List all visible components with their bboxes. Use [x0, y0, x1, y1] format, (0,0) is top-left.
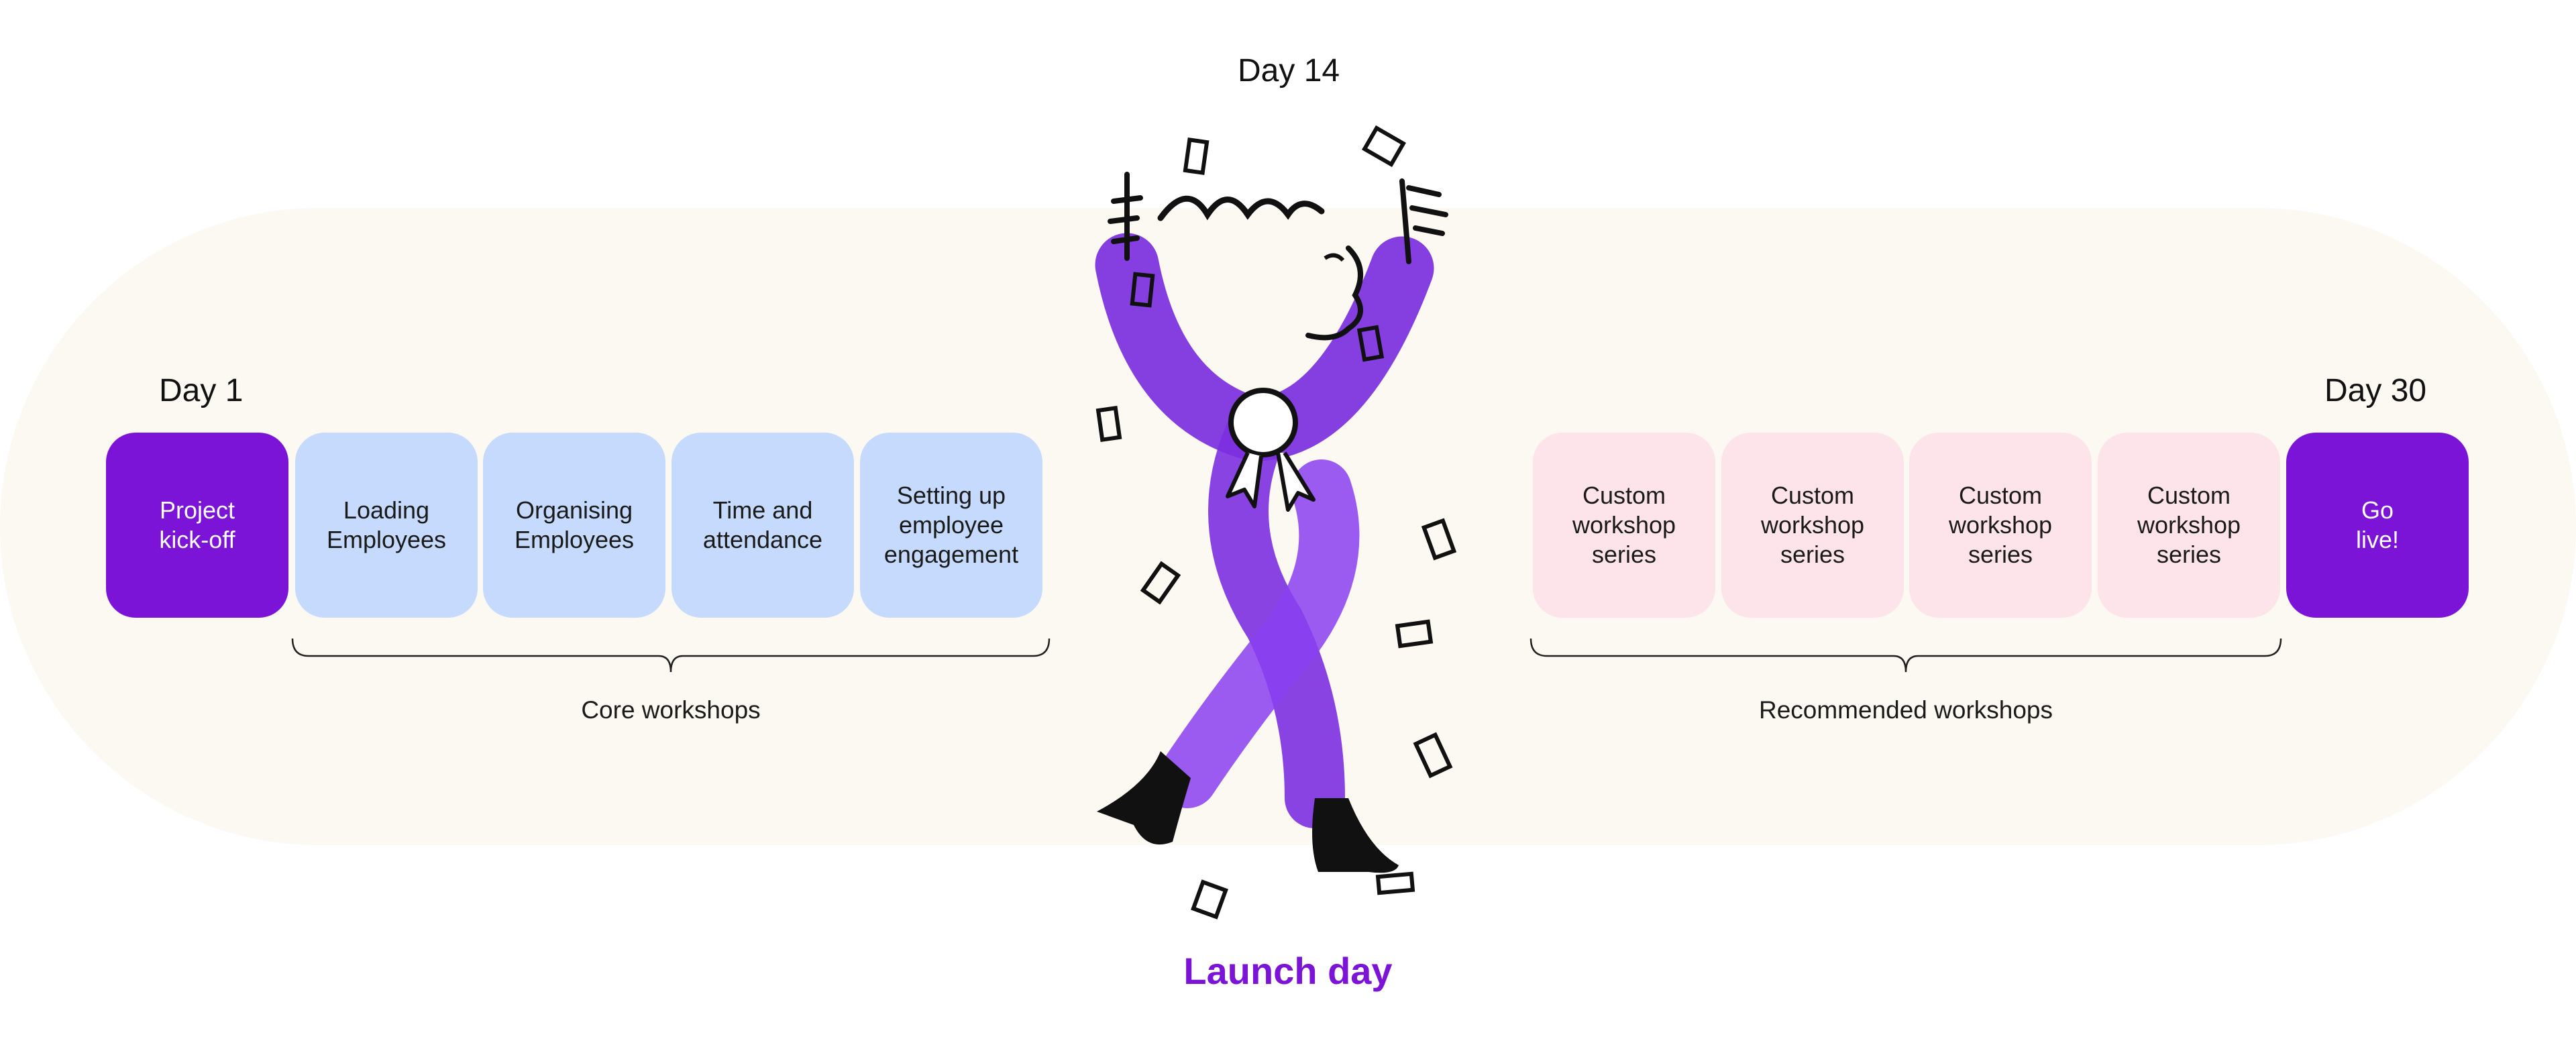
core-workshop-tile: Loading Employees — [295, 433, 478, 618]
day-30-label: Day 30 — [2324, 373, 2427, 408]
core-workshop-tile: Organising Employees — [483, 433, 665, 618]
recommended-workshop-tile: Custom workshop series — [2098, 433, 2280, 618]
day-1-label: Day 1 — [159, 373, 244, 408]
core-workshop-tile: Setting up employee engagement — [860, 433, 1042, 618]
project-kickoff-tile: Project kick-off — [106, 433, 288, 618]
celebrating-person-illustration — [1095, 125, 1457, 920]
recommended-workshops-brace — [1529, 638, 2282, 673]
recommended-workshops-label: Recommended workshops — [1758, 696, 2053, 724]
recommended-workshop-tile: Custom workshop series — [1909, 433, 2092, 618]
recommended-workshop-tile: Custom workshop series — [1721, 433, 1904, 618]
core-workshops-brace — [291, 638, 1051, 673]
go-live-tile: Go live! — [2286, 433, 2469, 618]
day-14-label: Day 14 — [1238, 53, 1340, 89]
recommended-workshop-tile: Custom workshop series — [1533, 433, 1715, 618]
launch-day-label: Launch day — [1183, 950, 1393, 992]
core-workshops-label: Core workshops — [581, 696, 761, 724]
core-workshop-tile: Time and attendance — [672, 433, 854, 618]
